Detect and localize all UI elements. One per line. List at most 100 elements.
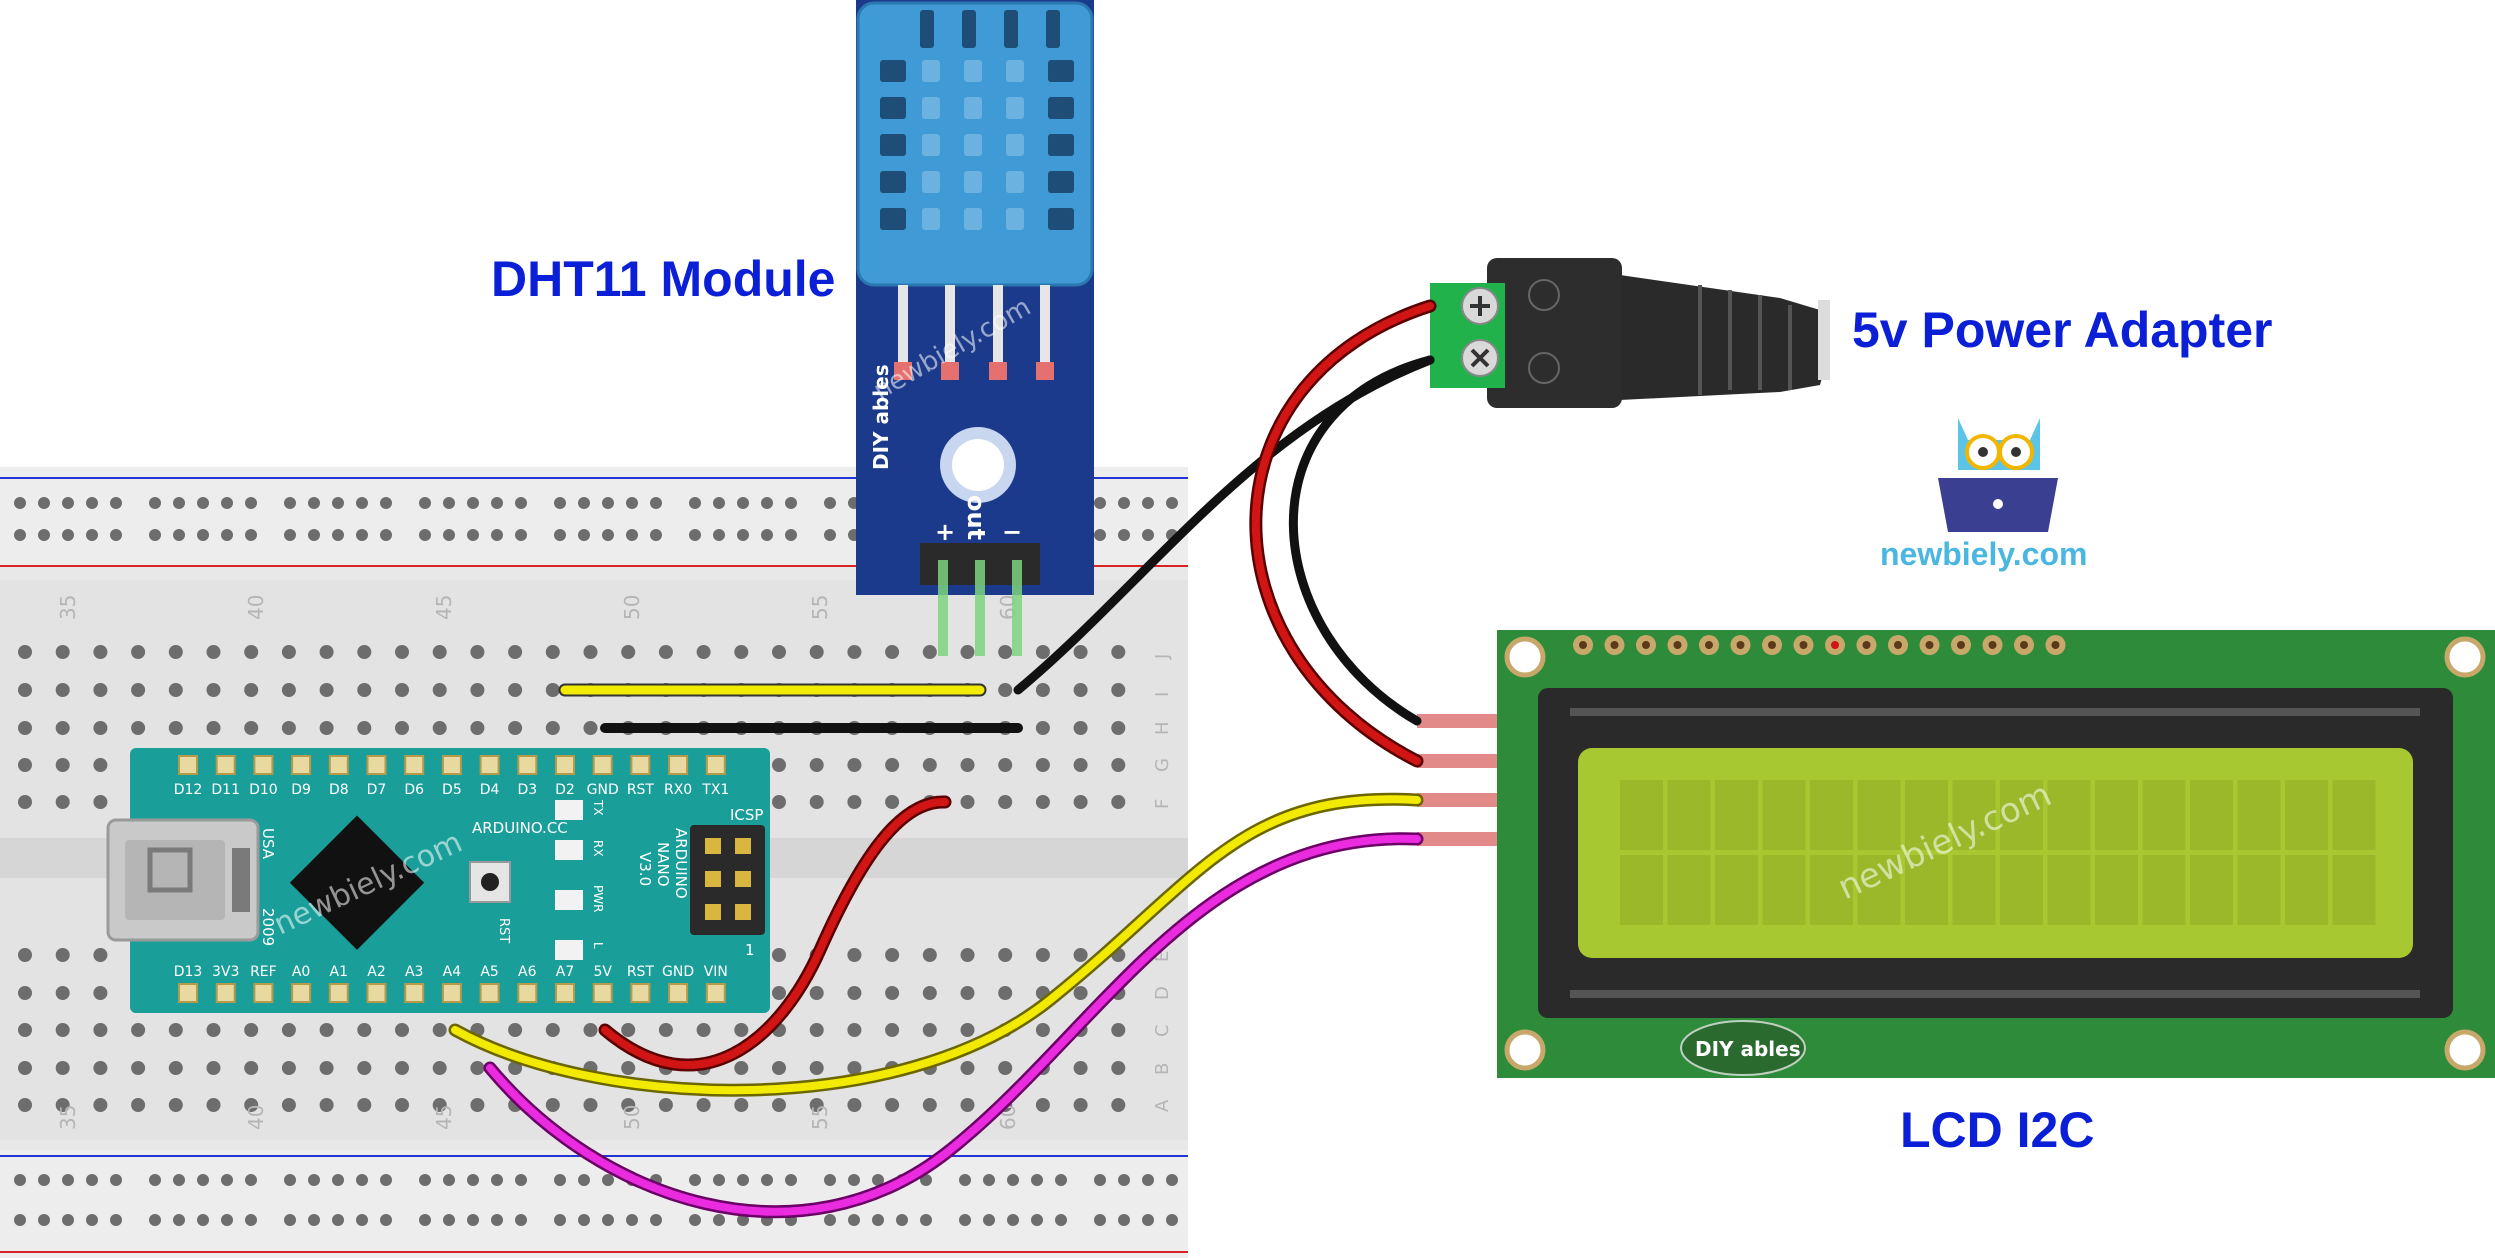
lcd-top-pin-hole [1673,641,1682,649]
breadboard-hole [772,645,786,659]
label-dht11-module: DHT11 Module [491,251,835,307]
lcd-char-cell [2237,780,2281,850]
label-power-adapter: 5v Power Adapter [1852,302,2273,358]
breadboard-hole [18,1098,32,1112]
breadboard-hole [621,1061,636,1075]
nano-pin-label: GND [587,782,619,798]
rail-hole [785,529,797,541]
rail-hole [602,497,614,509]
breadboard-hole [1035,1098,1050,1112]
lcd-char-cell [2095,855,2138,925]
label-lcd-i2c: LCD I2C [1900,1102,2094,1158]
nano-pin [668,983,689,1003]
dht11-grille-slot [1048,97,1074,119]
nano-pin [441,755,462,775]
breadboard-hole [206,645,221,659]
breadboard-hole [1035,645,1050,659]
lcd-top-pin-hole [1736,641,1745,649]
rail-hole [1055,1174,1067,1186]
breadboard-hole [772,795,786,809]
icsp-pin [735,871,751,887]
breadboard-hole [658,645,673,659]
lcd-char-cell [1905,855,1948,925]
nano-pin [253,755,274,775]
breadboard-hole [658,1098,673,1112]
nano-pin [215,983,236,1003]
rail-hole [221,497,233,509]
breadboard-hole [244,1061,259,1075]
rail-hole [110,497,122,509]
breadboard-column-number: 40 [244,1105,268,1130]
breadboard-hole [93,1023,108,1037]
nano-label-arduino-cc: ARDUINO.CC [472,819,568,837]
breadboard-hole [319,1023,334,1037]
rail-hole [689,1174,701,1186]
rail-hole [761,1174,773,1186]
nano-pin [630,755,651,775]
rail-hole [221,1174,233,1186]
breadboard-hole [998,683,1013,697]
breadboard-hole [244,1098,259,1112]
rail-hole [713,1214,725,1226]
rail-hole [332,1214,344,1226]
rail-hole [1166,497,1178,509]
nano-pin-label: RST [627,782,655,798]
nano-led-pwr: PWR [591,885,605,912]
nano-pin [328,755,349,775]
breadboard-hole [55,986,70,1000]
breadboard-hole [734,1023,749,1037]
lcd-top-pin-hole [1610,641,1619,649]
breadboard-row-letter: I [1152,692,1173,697]
breadboard-hole [809,645,824,659]
lcd-char-cell [2095,780,2138,850]
dht11-grille-slot [1006,171,1024,193]
breadboard-hole [470,645,485,659]
nano-pin-label: RX0 [664,782,692,798]
breadboard-hole [357,1023,372,1037]
breadboard-hole [772,758,786,772]
breadboard-hole [809,1023,824,1037]
lcd-top-pin-hole [1642,641,1650,649]
lcd-char-cell [2142,780,2186,850]
lcd-top-pin-hole [1705,641,1713,649]
breadboard-hole [432,683,447,697]
breadboard-hole [93,948,108,962]
rail-hole [737,529,749,541]
breadboard-hole [960,795,975,809]
breadboard-hole [508,1061,523,1075]
rail-hole [689,529,701,541]
rail-hole [284,1214,296,1226]
rail-hole [14,529,26,541]
breadboard-hole [847,645,862,659]
nano-label-one: 1 [745,941,755,959]
rail-hole [1118,529,1130,541]
breadboard-hole [55,948,70,962]
nano-label-icsp: ICSP [730,806,763,824]
breadboard-hole [1073,721,1088,735]
icsp-pin [705,838,721,854]
breadboard-hole [998,1061,1013,1075]
lcd-top-pin-hole [1768,641,1776,649]
nano-pin-label: A7 [556,964,574,980]
breadboard-row-letter: D [1152,986,1173,1000]
lcd-char-cell [2000,855,2043,925]
rail-hole [1142,1174,1154,1186]
nano-pin [555,983,575,1003]
rail-hole [173,1214,185,1226]
lcd-char-cell [1715,780,1758,850]
rail-hole [308,497,320,509]
rail-hole [443,497,455,509]
lcd-char-cell [1857,855,1901,925]
nano-pin-label: D3 [517,782,537,798]
breadboard-hole [885,948,900,962]
rail-hole [515,497,527,509]
nano-pin-label: TX1 [701,782,729,798]
nano-pin [366,755,387,775]
breadboard-hole [583,721,598,735]
lcd-char-cell [1762,855,1806,925]
nano-pin-label: D2 [555,782,575,798]
lcd-top-pin-hole [1894,641,1902,649]
rail-hole [86,529,98,541]
breadboard-row-letter: E [1152,951,1173,962]
breadboard-hole [847,1098,862,1112]
